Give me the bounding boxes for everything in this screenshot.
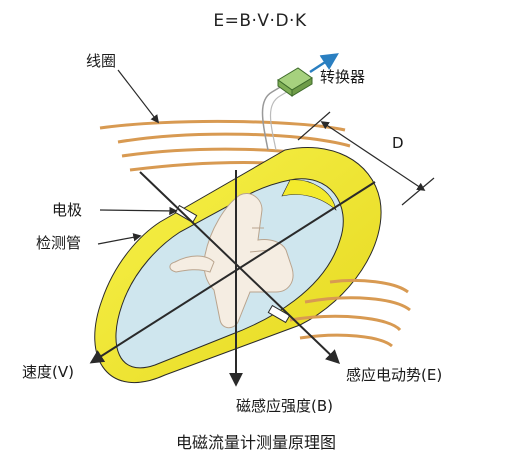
leader-lines (97, 69, 178, 245)
velocity-axis (89, 181, 376, 364)
converter-label: 转换器 (320, 68, 365, 86)
right-hand-rule-hand (169, 193, 294, 329)
magnetic-field-label: 磁感应强度(B) (236, 397, 333, 415)
measuring-tube-label: 检测管 (36, 234, 81, 252)
coil-lead-wire-2 (269, 89, 291, 151)
velocity-label: 速度(V) (22, 363, 74, 381)
converter-box (277, 67, 313, 97)
formula-text: E=B·V·D·K (213, 11, 307, 31)
lower-coil-windings (289, 279, 411, 348)
emf-axis (139, 171, 341, 364)
converter-output-arrow (309, 53, 339, 74)
coil-label: 线圈 (86, 52, 116, 70)
electrode-label: 电极 (52, 201, 82, 219)
tube-inner-rim (281, 179, 337, 211)
dimension-d-marker (297, 111, 435, 206)
diagram-caption: 电磁流量计测量原理图 (176, 433, 336, 452)
induced-emf-label: 感应电动势(E) (346, 366, 442, 384)
coil-lead-wire (261, 85, 283, 151)
dimension-d-label: D (392, 134, 404, 152)
electrode-lower (267, 304, 291, 324)
